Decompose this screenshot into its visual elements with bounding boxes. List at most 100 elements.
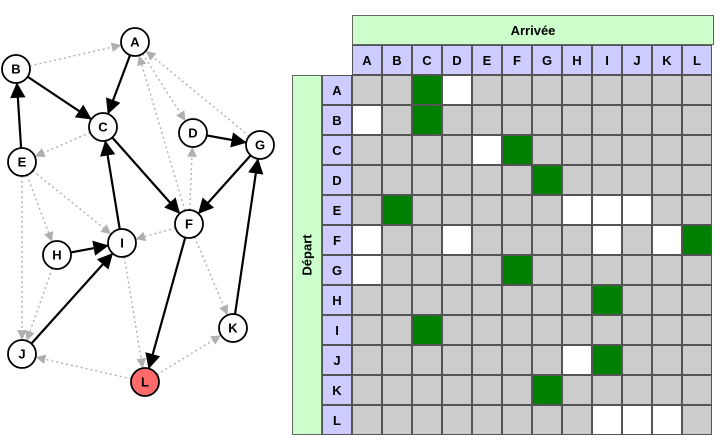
node-circle bbox=[107, 228, 137, 258]
matrix-cell-a-c bbox=[412, 75, 442, 105]
matrix-cell-l-a bbox=[352, 405, 382, 435]
matrix-cell-b-d bbox=[442, 105, 472, 135]
matrix-cell-b-h bbox=[562, 105, 592, 135]
matrix-cell-k-c bbox=[412, 375, 442, 405]
matrix-cell-b-g bbox=[532, 105, 562, 135]
column-header-l: L bbox=[682, 45, 712, 75]
edge-e-b bbox=[10, 82, 26, 149]
node-d: D bbox=[178, 118, 208, 148]
edge-b-c bbox=[27, 75, 92, 120]
matrix-cell-c-d bbox=[442, 135, 472, 165]
matrix-cell-f-j bbox=[622, 225, 652, 255]
matrix-cell-b-k bbox=[652, 105, 682, 135]
node-circle bbox=[174, 209, 204, 239]
matrix-cell-f-e bbox=[472, 225, 502, 255]
edge-c-e bbox=[34, 131, 91, 158]
edge-l-k bbox=[156, 335, 222, 376]
node-label: B bbox=[11, 62, 20, 77]
matrix-cell-f-i bbox=[592, 225, 622, 255]
matrix-cell-c-j bbox=[622, 135, 652, 165]
column-header-b: B bbox=[382, 45, 412, 75]
column-header-h: H bbox=[562, 45, 592, 75]
matrix-cell-l-c bbox=[412, 405, 442, 435]
node-circle bbox=[218, 313, 248, 343]
matrix-cell-g-c bbox=[412, 255, 442, 285]
matrix-cell-c-l bbox=[682, 135, 712, 165]
edge-e-i bbox=[32, 170, 112, 235]
matrix-cell-i-h bbox=[562, 315, 592, 345]
node-label: A bbox=[130, 35, 140, 50]
node-h: H bbox=[42, 240, 72, 270]
matrix-cell-b-a bbox=[352, 105, 382, 135]
row-header-c: C bbox=[322, 135, 352, 165]
matrix-cell-j-k bbox=[652, 345, 682, 375]
matrix-cell-a-b bbox=[382, 75, 412, 105]
row-header-d: D bbox=[322, 165, 352, 195]
matrix-cell-i-f bbox=[502, 315, 532, 345]
matrix-cell-c-h bbox=[562, 135, 592, 165]
matrix-cell-a-l bbox=[682, 75, 712, 105]
edge-f-d bbox=[187, 147, 197, 211]
row-header-f: F bbox=[322, 225, 352, 255]
matrix-cell-b-f bbox=[502, 105, 532, 135]
node-l: L bbox=[130, 367, 160, 397]
matrix-cell-e-g bbox=[532, 195, 562, 225]
edge-i-c bbox=[100, 140, 121, 230]
node-a: A bbox=[120, 27, 150, 57]
column-header-f: F bbox=[502, 45, 532, 75]
node-label: G bbox=[255, 138, 265, 153]
matrix-cell-f-f bbox=[502, 225, 532, 255]
matrix-cell-a-a bbox=[352, 75, 382, 105]
node-label: I bbox=[120, 236, 124, 251]
matrix-cell-g-h bbox=[562, 255, 592, 285]
matrix-cell-a-g bbox=[532, 75, 562, 105]
row-header-h: H bbox=[322, 285, 352, 315]
graph-edges bbox=[10, 42, 264, 380]
matrix-cell-k-h bbox=[562, 375, 592, 405]
node-label: F bbox=[185, 217, 193, 232]
matrix-cell-g-k bbox=[652, 255, 682, 285]
matrix-cell-l-d bbox=[442, 405, 472, 435]
matrix-cell-h-b bbox=[382, 285, 412, 315]
node-k: K bbox=[218, 313, 248, 343]
row-header-e: E bbox=[322, 195, 352, 225]
matrix-cell-e-a bbox=[352, 195, 382, 225]
matrix-cell-b-c bbox=[412, 105, 442, 135]
matrix-cell-l-l bbox=[682, 405, 712, 435]
matrix-cell-k-b bbox=[382, 375, 412, 405]
matrix-cell-h-e bbox=[472, 285, 502, 315]
edge-f-i bbox=[135, 227, 176, 242]
column-header-k: K bbox=[652, 45, 682, 75]
node-label: J bbox=[18, 347, 25, 362]
matrix-cell-i-l bbox=[682, 315, 712, 345]
edge-g-f bbox=[197, 154, 252, 214]
matrix-cell-c-a bbox=[352, 135, 382, 165]
matrix-cell-e-l bbox=[682, 195, 712, 225]
matrix-cell-i-k bbox=[652, 315, 682, 345]
matrix-cell-d-d bbox=[442, 165, 472, 195]
edge-h-i bbox=[70, 240, 109, 256]
edge-d-g bbox=[206, 132, 247, 148]
matrix-cell-f-h bbox=[562, 225, 592, 255]
edge-a-c bbox=[105, 54, 132, 115]
node-circle bbox=[130, 367, 160, 397]
matrix-cell-g-g bbox=[532, 255, 562, 285]
matrix-cell-l-g bbox=[532, 405, 562, 435]
matrix-cell-a-f bbox=[502, 75, 532, 105]
row-header-a: A bbox=[322, 75, 352, 105]
matrix-cell-f-c bbox=[412, 225, 442, 255]
matrix-cell-g-j bbox=[622, 255, 652, 285]
matrix-cell-j-h bbox=[562, 345, 592, 375]
matrix-cell-j-l bbox=[682, 345, 712, 375]
matrix-cell-j-a bbox=[352, 345, 382, 375]
matrix-cell-k-a bbox=[352, 375, 382, 405]
arrival-header: Arrivée bbox=[352, 15, 714, 45]
node-circle bbox=[120, 27, 150, 57]
matrix-cell-e-h bbox=[562, 195, 592, 225]
edge-f-k bbox=[193, 236, 229, 316]
row-header-k: K bbox=[322, 375, 352, 405]
matrix-cell-c-g bbox=[532, 135, 562, 165]
matrix-cell-a-h bbox=[562, 75, 592, 105]
matrix-cell-i-b bbox=[382, 315, 412, 345]
departure-header: Départ bbox=[292, 75, 322, 435]
